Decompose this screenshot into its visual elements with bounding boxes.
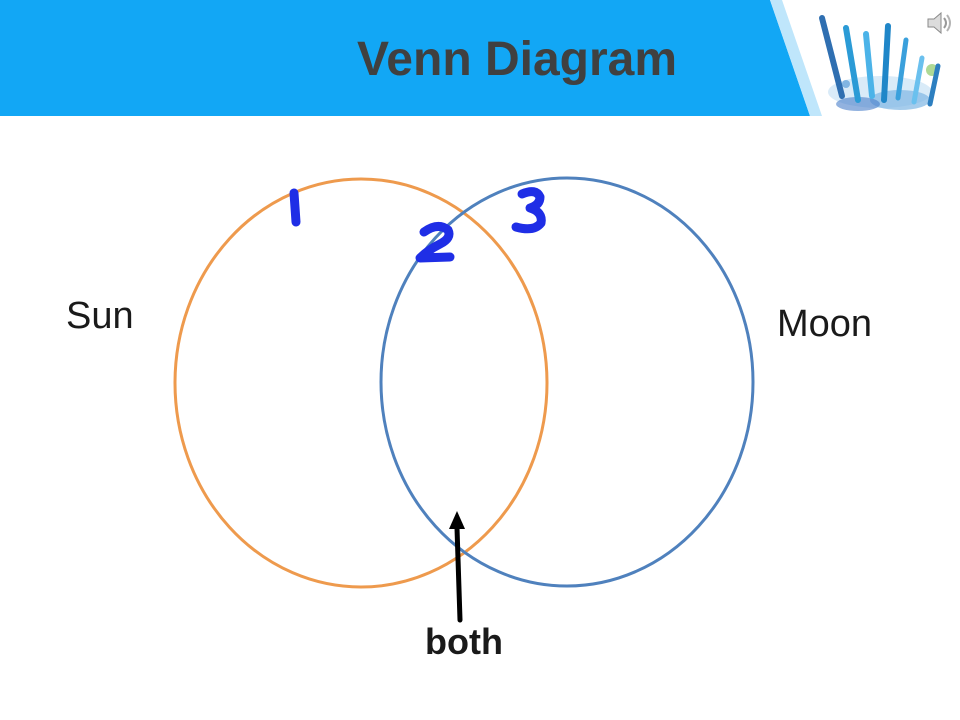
sun-set-label: Sun: [66, 295, 134, 337]
handwritten-mark-1: [289, 188, 301, 227]
intersection-label: both: [425, 621, 503, 662]
moon-set-circle: [379, 176, 755, 588]
header-band: [0, 0, 960, 116]
slide-title: Venn Diagram: [356, 33, 678, 86]
arrow-to-intersection: [449, 511, 465, 623]
colored-pencils-image: [819, 15, 941, 111]
speaker-icon[interactable]: [924, 8, 954, 38]
handwritten-mark-2: [415, 222, 455, 263]
sun-set-circle: [173, 177, 549, 589]
handwritten-mark-3: [511, 187, 546, 234]
moon-set-label: Moon: [777, 303, 873, 345]
